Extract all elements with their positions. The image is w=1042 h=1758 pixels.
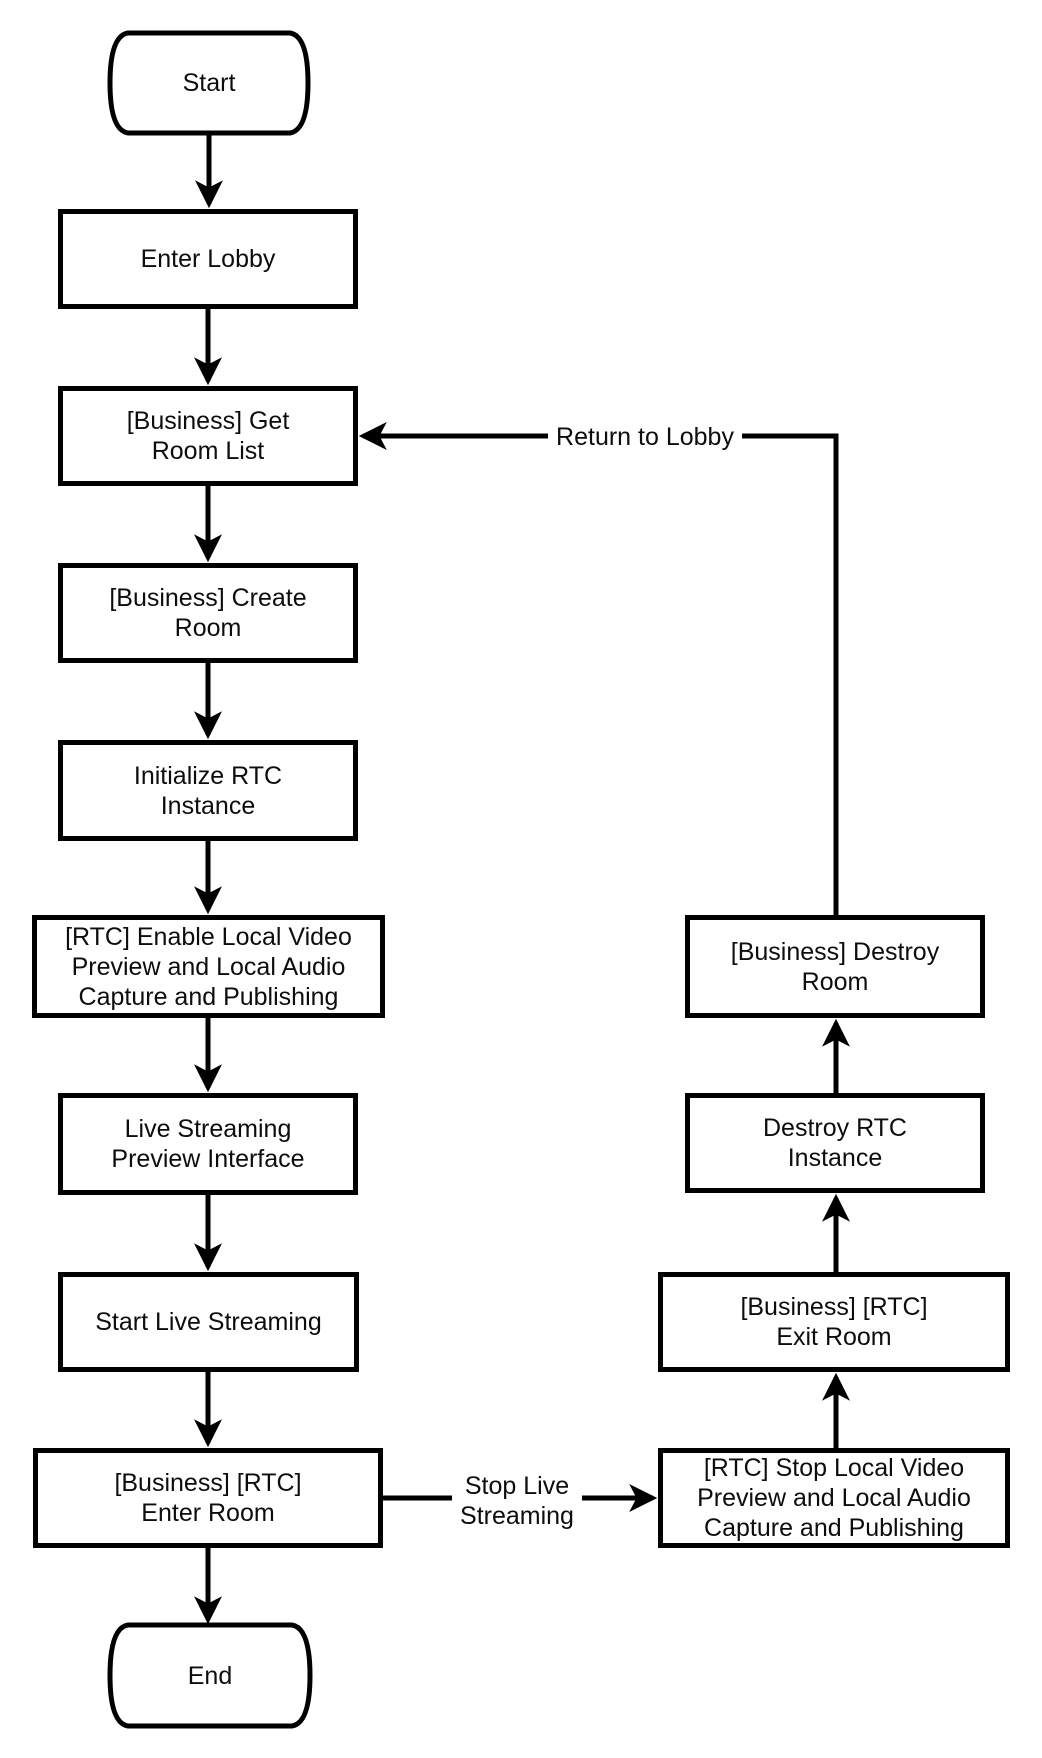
- node-enter-room: [Business] [RTC] Enter Room: [33, 1448, 383, 1548]
- end-terminator-shape: [107, 1622, 313, 1729]
- edge-label-return-to-lobby: Return to Lobby: [548, 421, 742, 453]
- node-destroy-rtc-instance: Destroy RTC Instance: [685, 1093, 985, 1193]
- node-exit-room: [Business] [RTC] Exit Room: [658, 1272, 1010, 1372]
- node-enter-lobby: Enter Lobby: [58, 209, 358, 309]
- node-destroy-room: [Business] Destroy Room: [685, 915, 985, 1018]
- node-stop-local-media: [RTC] Stop Local Video Preview and Local…: [658, 1448, 1010, 1548]
- node-initialize-rtc-instance: Initialize RTC Instance: [58, 740, 358, 841]
- node-get-room-list: [Business] Get Room List: [58, 386, 358, 486]
- node-enable-local-media: [RTC] Enable Local Video Preview and Loc…: [32, 915, 385, 1018]
- node-create-room: [Business] Create Room: [58, 563, 358, 663]
- start-terminator-shape: [107, 30, 311, 136]
- node-live-streaming-preview: Live Streaming Preview Interface: [58, 1093, 358, 1195]
- edge-destroy-room-to-get-room-list: [358, 422, 839, 915]
- edge-label-stop-live-streaming: Stop Live Streaming: [452, 1470, 582, 1532]
- node-start-live-streaming: Start Live Streaming: [58, 1272, 359, 1372]
- node-end: End: [187, 1661, 233, 1690]
- node-start: Start: [182, 69, 236, 97]
